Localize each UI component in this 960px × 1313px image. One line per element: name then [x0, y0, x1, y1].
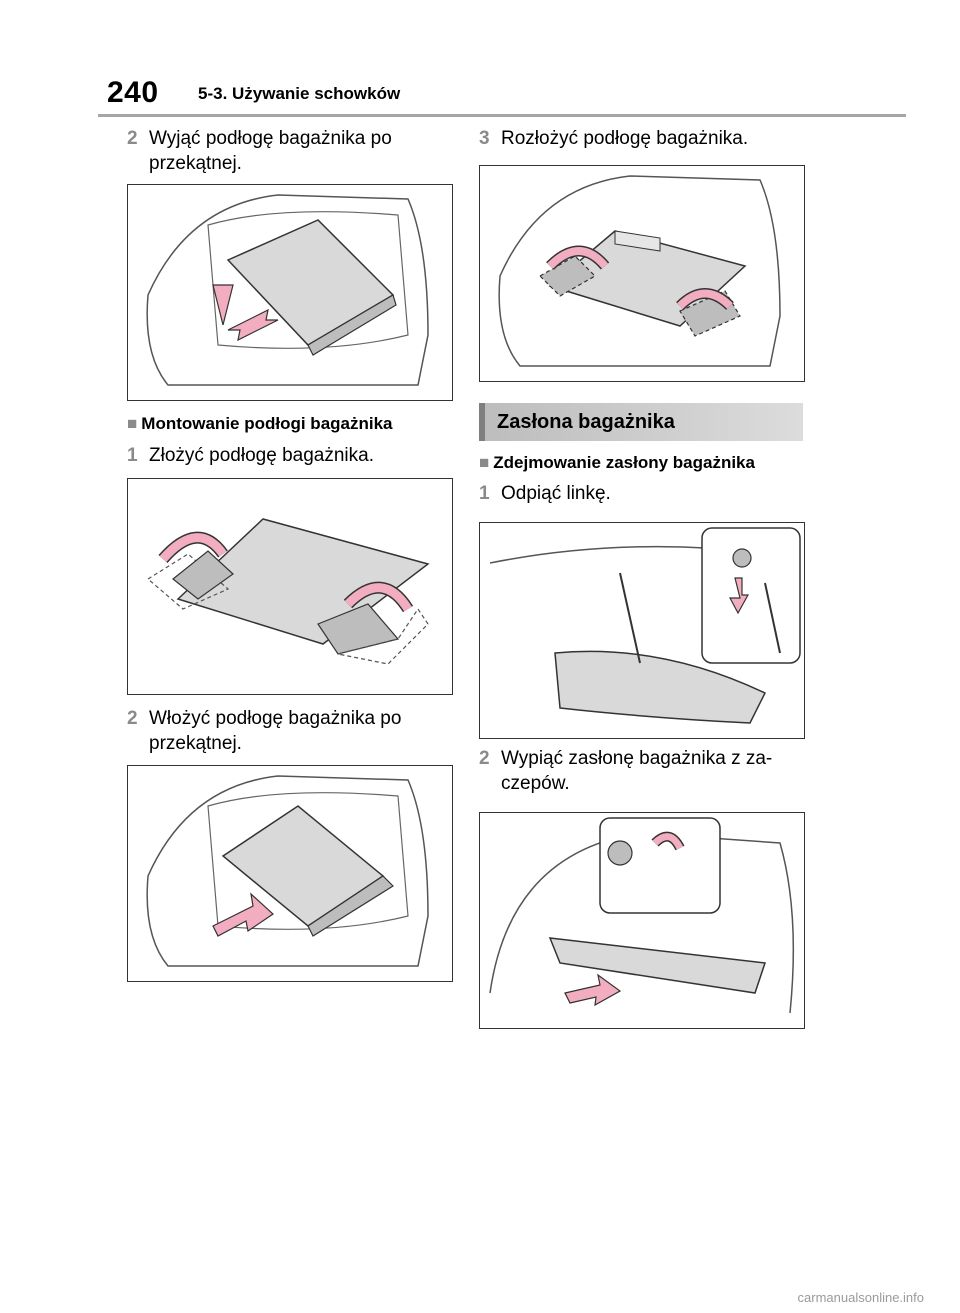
detail-inset	[599, 817, 721, 914]
step-text: Złożyć podłogę bagażnika.	[149, 445, 374, 466]
step-unhook-cord: 1 Odpiąć linkę.	[479, 481, 809, 506]
trunk-floor-unfold-illustration	[498, 175, 781, 367]
square-bullet-icon: ■	[479, 453, 490, 472]
section-title: Zasłona bagażnika	[497, 411, 675, 433]
chapter-title: 5-3. Używanie schowków	[198, 84, 401, 103]
figure-unhook-cover	[479, 812, 805, 1029]
figure-insert-floor	[127, 765, 453, 982]
section-heading-bar: Zasłona bagażnika	[479, 403, 803, 441]
step-text: Odpiąć linkę.	[501, 483, 611, 504]
subheading-remove-cover: ■Zdejmowanie zasłony bagażnika	[479, 453, 755, 472]
step-number: 2	[127, 128, 138, 149]
step-text: Wypiąć zasłonę bagażnika z za-czepów.	[501, 748, 773, 794]
square-bullet-icon: ■	[127, 414, 138, 433]
pull-arrow-icon	[564, 973, 622, 1007]
pull-arrow-icon	[227, 308, 279, 342]
lift-arrow-icon	[212, 284, 234, 326]
page-number: 240	[107, 76, 159, 109]
header-rule	[98, 114, 906, 117]
unfold-arrow-icon	[547, 247, 609, 269]
down-arrow-icon	[729, 577, 750, 615]
subheading-install-floor: ■Montowanie podłogi bagażnika	[127, 414, 393, 433]
step-text: Włożyć podłogę bagażnika po przekątnej.	[149, 708, 402, 754]
step-text: Wyjąć podłogę bagażnika po przekątnej.	[149, 128, 392, 174]
figure-unhook-cord	[479, 522, 805, 739]
step-fold-floor: 1 Złożyć podłogę bagażnika.	[127, 443, 447, 468]
step-text: Rozłożyć podłogę bagażnika.	[501, 128, 749, 149]
trunk-floor-diagonal-illustration	[146, 194, 429, 386]
cover-cord-illustration	[489, 527, 801, 724]
step-number: 2	[127, 708, 138, 729]
rotate-arrow-icon	[652, 833, 684, 850]
step-unhook-cover: 2 Wypiąć zasłonę bagażnika z za-czepów.	[479, 746, 809, 796]
fold-arrow-icon	[159, 533, 227, 563]
figure-unfold-floor	[479, 165, 805, 382]
figure-remove-floor	[127, 184, 453, 401]
watermark: carmanualsonline.info	[797, 1290, 924, 1305]
step-number: 1	[127, 445, 138, 466]
trunk-floor-insert-illustration	[146, 775, 429, 967]
step-number: 2	[479, 748, 490, 769]
detail-inset	[701, 527, 801, 664]
step-remove-floor: 2 Wyjąć podłogę bagażnika po przekątnej.	[127, 126, 447, 176]
push-arrow-icon	[212, 892, 274, 937]
step-insert-floor: 2 Włożyć podłogę bagażnika po przekątnej.	[127, 706, 447, 756]
step-number: 1	[479, 483, 490, 504]
step-unfold-floor: 3 Rozłożyć podłogę bagażnika.	[479, 126, 809, 151]
folding-floor-illustration	[146, 518, 430, 665]
unfold-arrow-icon	[677, 289, 733, 309]
step-number: 3	[479, 128, 490, 149]
fold-arrow-icon	[344, 583, 412, 612]
cover-hooks-illustration	[489, 817, 795, 1014]
figure-fold-floor	[127, 478, 453, 695]
